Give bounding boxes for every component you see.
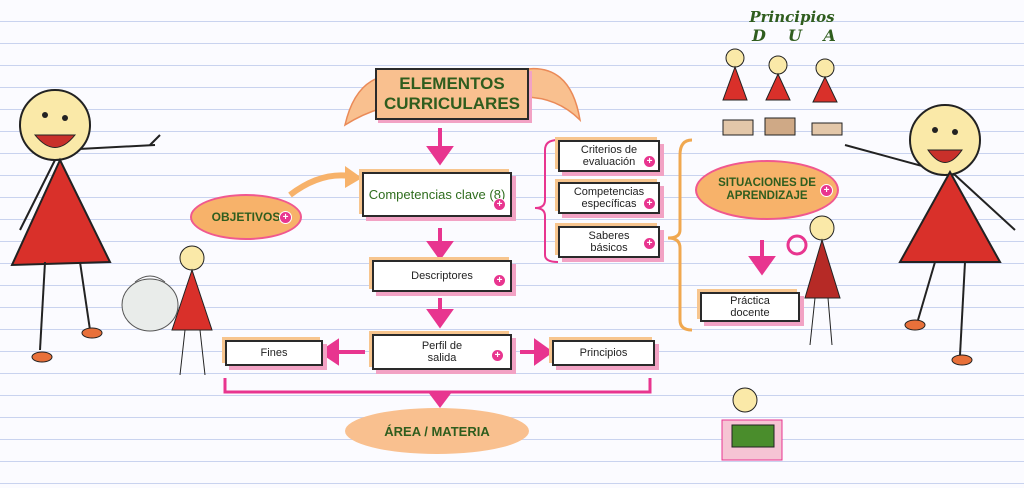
area-label: ÁREA / MATERIA — [384, 423, 490, 439]
plus-icon[interactable]: + — [493, 198, 506, 211]
perfil-label: Perfil de salida — [421, 340, 463, 364]
descriptores-box[interactable]: Descriptores + — [372, 260, 512, 292]
principios-box[interactable]: Principios — [552, 340, 655, 366]
right-big-figure — [844, 104, 1016, 366]
area-materia-cloud[interactable]: ÁREA / MATERIA — [345, 408, 529, 454]
situaciones-label: SITUACIONES DE APRENDIZAJE — [718, 177, 816, 202]
plus-icon[interactable]: + — [643, 197, 656, 210]
fines-label: Fines — [260, 347, 288, 359]
criterios-label: Criterios de evaluación — [580, 144, 638, 168]
arrows-center — [318, 128, 776, 366]
plus-icon[interactable]: + — [643, 237, 656, 250]
left-bracket — [534, 139, 559, 263]
criterios-box[interactable]: Criterios de evaluación + — [558, 140, 660, 172]
perfil-salida-box[interactable]: Perfil de salida + — [372, 334, 512, 370]
fines-box[interactable]: Fines — [225, 340, 323, 366]
practica-docente-box[interactable]: Práctica docente — [700, 292, 800, 322]
figure-book — [721, 387, 783, 461]
main-title: ELEMENTOS CURRICULARES — [375, 68, 529, 120]
plus-icon[interactable]: + — [820, 184, 833, 197]
plus-icon[interactable]: + — [279, 211, 292, 224]
left-big-figure — [10, 89, 161, 363]
small-figure-sack — [121, 245, 213, 376]
saberes-box[interactable]: Saberes básicos + — [558, 226, 660, 258]
objetivos-label: OBJETIVOS — [211, 210, 281, 224]
competencias-clave-box[interactable]: Competencias clave (8) + — [362, 172, 512, 217]
principios-label: Principios — [749, 8, 835, 26]
dua-figures — [722, 48, 843, 136]
plus-icon[interactable]: + — [643, 155, 656, 168]
practica-label: Práctica docente — [730, 295, 770, 319]
objetivos-arrow — [288, 172, 351, 198]
right-bracket — [667, 138, 693, 332]
objetivos-cloud[interactable]: OBJETIVOS + — [190, 194, 302, 240]
dua-label: DUA — [752, 26, 858, 45]
saberes-label: Saberes básicos — [588, 230, 630, 254]
competencias-especificas-box[interactable]: Competencias específicas + — [558, 182, 660, 214]
plus-icon[interactable]: + — [493, 274, 506, 287]
bottom-bracket — [223, 378, 652, 394]
situaciones-cloud[interactable]: SITUACIONES DE APRENDIZAJE + — [695, 160, 839, 220]
principios-dua-label: Principios DUA — [742, 8, 842, 45]
principios-label: Principios — [579, 347, 628, 359]
small-figure-magnifier — [786, 215, 841, 346]
plus-icon[interactable]: + — [491, 349, 504, 362]
descriptores-label: Descriptores — [411, 270, 473, 282]
competencias-clave-label: Competencias clave (8) — [368, 186, 506, 202]
competencias-especificas-label: Competencias específicas — [573, 186, 645, 210]
